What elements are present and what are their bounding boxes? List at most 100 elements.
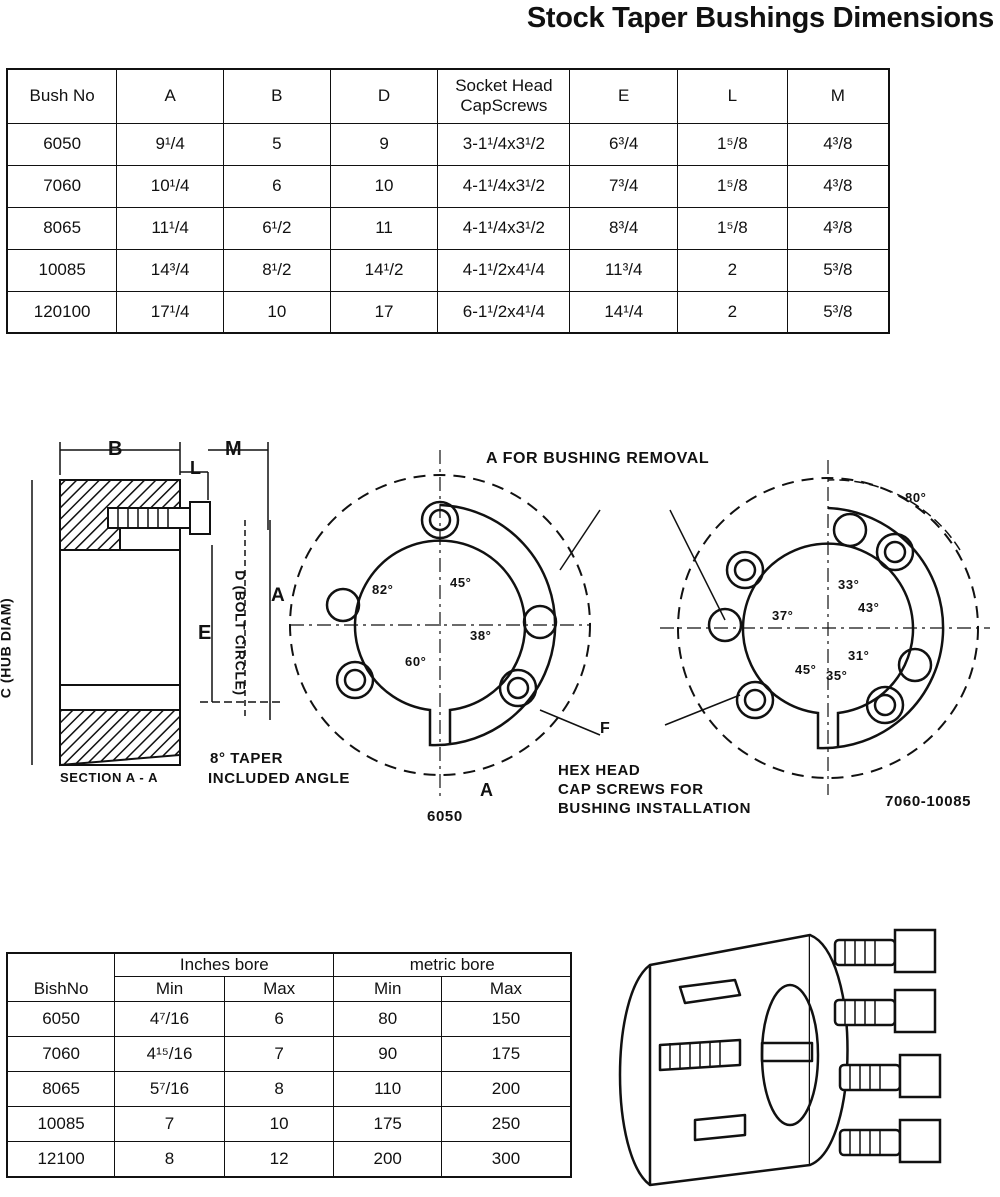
table-cell: 200 xyxy=(333,1141,442,1178)
dimensions-table: Bush No A B D Socket Head CapScrews E L … xyxy=(6,68,890,334)
table-row: 7060 10¹/4 6 10 4-1¹/4x3¹/2 7³/4 1⁵/8 4³… xyxy=(6,164,890,208)
table-row: 12100 8 12 200 300 xyxy=(6,1141,572,1178)
table-cell: 2 xyxy=(677,290,788,334)
table-cell: 1⁵/8 xyxy=(677,122,788,166)
table-cell: 10 xyxy=(223,290,331,334)
table-row: 7060 4¹⁵/16 7 90 175 xyxy=(6,1036,572,1072)
table-row: 10085 14³/4 8¹/2 14¹/2 4-1¹/2x4¹/4 11³/4… xyxy=(6,248,890,292)
section-arrow-a-label: A xyxy=(480,780,494,800)
header-cell: D xyxy=(329,68,439,124)
header-cell: L xyxy=(677,68,788,124)
table-header-row: Bush No A B D Socket Head CapScrews E L … xyxy=(6,68,890,124)
table-cell: 10085 xyxy=(6,1106,116,1142)
angle-label: 80° xyxy=(905,490,927,505)
table-cell: 5 xyxy=(223,122,331,166)
table-cell: 10085 xyxy=(6,248,118,292)
table-cell: 6-1¹/2x4¹/4 xyxy=(437,290,571,334)
table-cell: 6 xyxy=(223,1001,335,1037)
table-row: 120100 17¹/4 10 17 6-1¹/2x4¹/4 14¹/4 2 5… xyxy=(6,290,890,334)
section-label: SECTION A - A xyxy=(60,770,159,785)
table-row: 6050 4⁷/16 6 80 150 xyxy=(6,1001,572,1037)
f-label: F xyxy=(600,720,611,737)
angle-label: 45° xyxy=(795,662,817,677)
bushing-drawing xyxy=(31,442,990,800)
page-title: Stock Taper Bushings Dimensions xyxy=(526,2,994,34)
taper-label-line1: 8° TAPER xyxy=(210,750,284,767)
section-lower-hatch xyxy=(59,709,181,767)
table-cell: 90 xyxy=(333,1036,442,1072)
table-cell: 14³/4 xyxy=(116,248,224,292)
angle-label: 45° xyxy=(450,575,472,590)
dimension-b-label: B xyxy=(108,438,124,460)
angle-label: 38° xyxy=(470,628,492,643)
table-cell: 10 xyxy=(223,1106,335,1142)
table-subheader-row: Min Max Min Max xyxy=(7,976,572,1002)
header-group-cell: metric bore xyxy=(333,952,572,977)
header-cell: A xyxy=(116,68,224,124)
bushing-removal-label: A FOR BUSHING REMOVAL xyxy=(486,450,710,467)
hex-head-label-line1: HEX HEAD xyxy=(558,762,641,779)
header-cell: Min xyxy=(114,976,225,1002)
table-cell: 110 xyxy=(333,1071,442,1107)
angle-label: 35° xyxy=(826,668,848,683)
table-cell: 7060 xyxy=(6,1036,116,1072)
angle-label: 33° xyxy=(838,577,860,592)
table-cell: 8065 xyxy=(6,206,118,250)
table-header-row: BishNo Inches bore metric bore xyxy=(6,952,572,1002)
table-cell: 11 xyxy=(329,206,439,250)
table-cell: 6050 xyxy=(6,1001,116,1037)
table-cell: 14¹/2 xyxy=(329,248,439,292)
table-cell: 4-1¹/4x3¹/2 xyxy=(437,164,571,208)
table-cell: 17 xyxy=(329,290,439,334)
dimension-m-label: M xyxy=(225,438,243,460)
table-cell: 8³/4 xyxy=(569,206,679,250)
loose-screws xyxy=(833,928,942,1164)
screw-holes-7060 xyxy=(707,512,933,725)
table-cell: 10 xyxy=(329,164,439,208)
table-cell: 6¹/2 xyxy=(223,206,331,250)
table-cell: 12 xyxy=(223,1141,335,1178)
table-cell: 80 xyxy=(333,1001,442,1037)
table-cell: 300 xyxy=(440,1141,572,1178)
table-cell: 4³/8 xyxy=(786,164,890,208)
table-cell: 200 xyxy=(440,1071,572,1107)
header-cell: Socket Head CapScrews xyxy=(437,68,571,124)
dimension-a-label: A xyxy=(271,585,286,606)
bushing-face-7060-body xyxy=(741,506,945,750)
angle-label: 43° xyxy=(858,600,880,615)
header-cell: BishNo xyxy=(6,952,116,1002)
table-cell: 7 xyxy=(223,1036,335,1072)
table-cell: 120100 xyxy=(6,290,118,334)
table-cell: 175 xyxy=(333,1106,442,1142)
header-cell: B xyxy=(223,68,331,124)
hex-head-label-line3: BUSHING INSTALLATION xyxy=(558,800,752,817)
table-cell: 4¹⁵/16 xyxy=(114,1036,225,1072)
table-cell: 7060 xyxy=(6,164,118,208)
dimension-e-label: E xyxy=(198,622,212,644)
table-cell: 4-1¹/2x4¹/4 xyxy=(437,248,571,292)
table-row: 8065 5⁷/16 8 110 200 xyxy=(6,1071,572,1107)
table-row: 8065 11¹/4 6¹/2 11 4-1¹/4x3¹/2 8³/4 1⁵/8… xyxy=(6,206,890,250)
bore-table: BishNo Inches bore metric bore Min Max M… xyxy=(6,952,572,1178)
table-cell: 2 xyxy=(677,248,788,292)
table-cell: 4³/8 xyxy=(786,206,890,250)
table-cell: 4⁷/16 xyxy=(114,1001,225,1037)
table-cell: 8 xyxy=(114,1141,225,1178)
table-cell: 6³/4 xyxy=(569,122,679,166)
header-cell: Min xyxy=(333,976,442,1002)
header-cell: Max xyxy=(223,976,335,1002)
dimension-l-label: L xyxy=(190,458,202,478)
header-cell: Max xyxy=(440,976,572,1002)
table-cell: 5³/8 xyxy=(786,248,890,292)
model-6050-label: 6050 xyxy=(427,808,463,825)
dimension-c-label: C (HUB DIAM) xyxy=(0,597,14,699)
table-cell: 1⁵/8 xyxy=(677,164,788,208)
angle-label: 82° xyxy=(372,582,394,597)
table-cell: 11¹/4 xyxy=(116,206,224,250)
table-cell: 250 xyxy=(440,1106,572,1142)
header-cell: E xyxy=(569,68,679,124)
table-cell: 5⁷/16 xyxy=(114,1071,225,1107)
table-cell: 8065 xyxy=(6,1071,116,1107)
table-cell: 17¹/4 xyxy=(116,290,224,334)
taper-label-line2: INCLUDED ANGLE xyxy=(208,770,351,787)
